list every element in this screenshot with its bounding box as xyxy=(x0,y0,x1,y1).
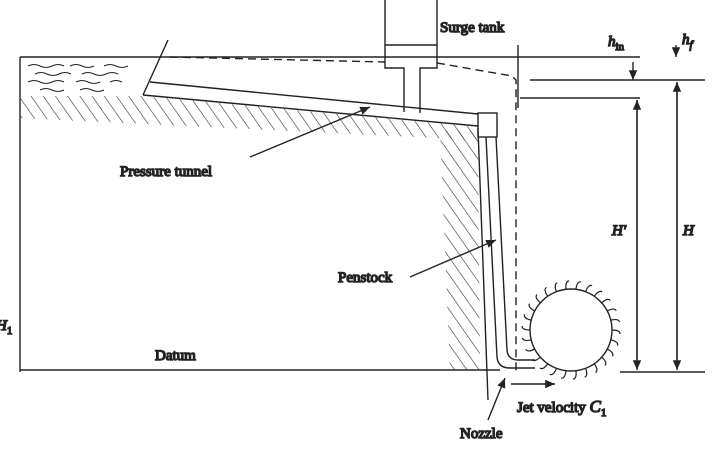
h-in-label: hin xyxy=(608,34,625,53)
wheel-bucket xyxy=(607,308,617,312)
surge-tank xyxy=(384,0,438,113)
jet-velocity-label: Jet velocity C1 xyxy=(517,397,606,419)
h1-label: H1 xyxy=(0,318,12,337)
surge-tank-label: Surge tank xyxy=(440,20,505,36)
h-f-label: hf xyxy=(682,32,695,51)
wheel-bucket xyxy=(584,284,593,292)
hydraulic-gradient-line xyxy=(169,56,517,372)
wheel-bucket xyxy=(610,339,619,346)
wheel-bucket xyxy=(593,290,603,297)
pelton-wheel xyxy=(521,280,621,380)
wheel-bucket xyxy=(539,363,549,370)
rock-hatching xyxy=(440,130,480,370)
wheel-bucket xyxy=(610,318,621,323)
wheel-bucket xyxy=(523,314,532,321)
wheel-bucket xyxy=(528,303,535,312)
wheel-bucket xyxy=(565,280,570,290)
h-prime-label: H′ xyxy=(611,223,627,239)
wheel-bucket xyxy=(575,281,581,290)
dimension-arrows xyxy=(249,45,682,421)
wheel-bucket xyxy=(525,348,535,352)
pressure-tunnel-label: Pressure tunnel xyxy=(120,164,212,180)
wheel-bucket xyxy=(572,370,577,380)
penstock-label: Penstock xyxy=(338,270,393,286)
wheel-bucket xyxy=(601,356,607,366)
penstock-pipe xyxy=(485,136,535,369)
valve-house xyxy=(477,112,498,138)
wheel-bucket xyxy=(611,329,621,335)
wheel-bucket xyxy=(584,368,588,378)
level-lines xyxy=(517,45,705,373)
wheel-bucket xyxy=(554,282,558,292)
nozzle-label: Nozzle xyxy=(460,426,503,442)
wheel-bucket xyxy=(531,356,541,362)
wheel-bucket xyxy=(521,337,532,342)
datum-label: Datum xyxy=(155,348,196,364)
wheel-bucket xyxy=(601,298,611,304)
pressure-tunnel xyxy=(20,39,479,140)
wheel-bucket xyxy=(593,363,598,374)
wheel-bucket xyxy=(549,368,558,376)
h-label: H xyxy=(682,223,695,239)
wheel-bucket xyxy=(535,294,541,304)
wheel-bucket xyxy=(544,286,549,297)
wheel-bucket xyxy=(607,348,614,357)
wheel-bucket xyxy=(561,370,567,379)
wheel-bucket xyxy=(521,325,531,331)
